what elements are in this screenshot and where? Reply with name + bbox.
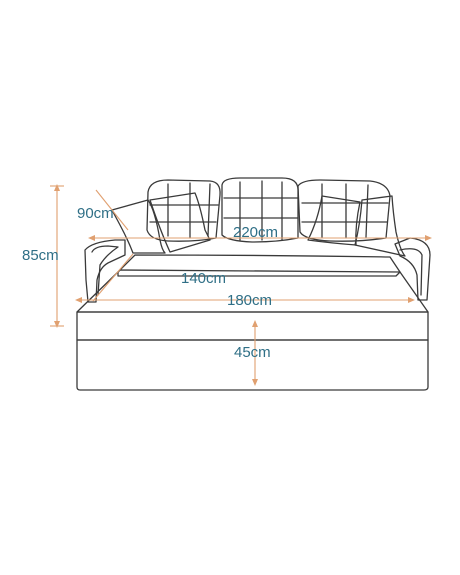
bed-base	[76, 339, 429, 391]
dim-line-seat	[92, 253, 134, 302]
pillow-left-back	[111, 199, 166, 254]
height-label: 85cm	[22, 247, 59, 264]
pillow-left-front	[149, 192, 211, 253]
back-cushion-middle	[221, 177, 299, 243]
back-cushion-left	[146, 179, 221, 242]
back-cushion-right	[297, 179, 391, 242]
right-armrest	[394, 237, 431, 301]
dim-line-depth	[95, 189, 129, 231]
pillow-right-back	[354, 195, 406, 257]
bed-height-label: 45cm	[234, 344, 271, 361]
seat-top	[117, 254, 401, 277]
width-label: 220cm	[233, 224, 279, 241]
seat-depth-label: 140cm	[181, 270, 227, 287]
left-armrest	[84, 239, 126, 303]
pillow-right-front	[307, 195, 361, 246]
depth-label: 90cm	[77, 205, 114, 222]
bed-length-label: 180cm	[227, 292, 273, 309]
